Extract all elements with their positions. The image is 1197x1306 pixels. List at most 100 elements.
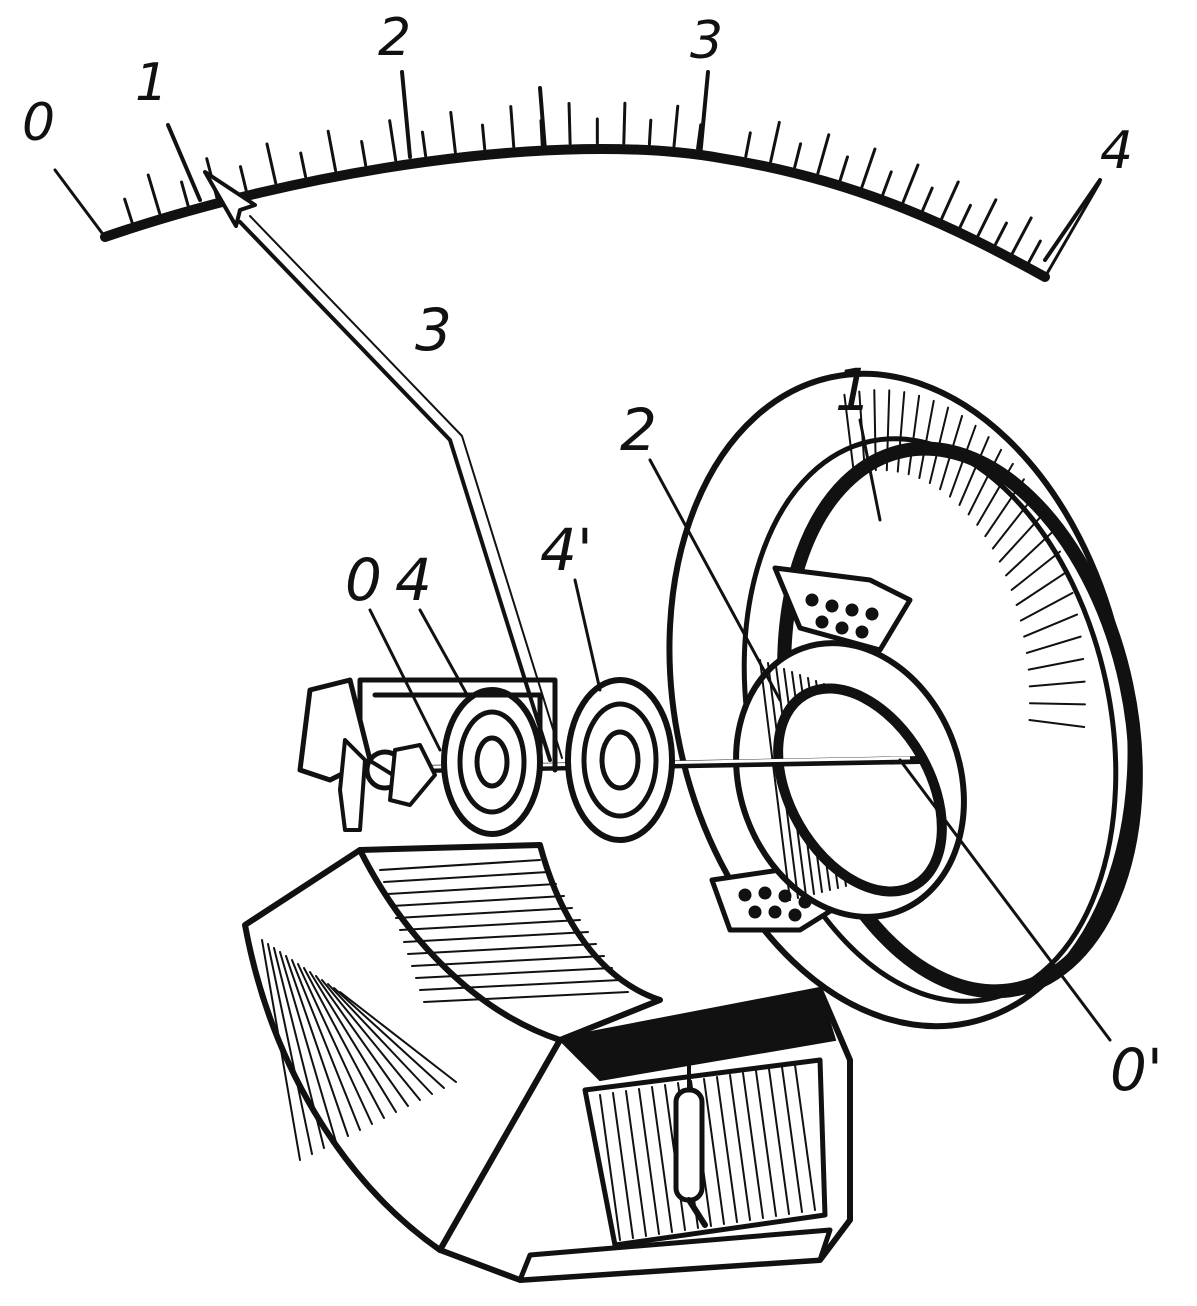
damper-vane-rod <box>673 1087 705 1203</box>
damper-fan-hatch <box>411 955 605 967</box>
minor-tick <box>696 123 703 151</box>
scale-label-1: 1 <box>135 53 168 113</box>
damper-box-hatch <box>625 1090 647 1237</box>
scale-label-0: 0 <box>22 93 55 153</box>
damper-housing <box>242 842 853 1283</box>
major-tick-2 <box>400 70 412 159</box>
minor-tick <box>921 186 934 212</box>
damper-fan-hatch <box>395 907 573 919</box>
label-spring-rear: 4' <box>540 516 593 584</box>
damper-box-window <box>582 1057 828 1248</box>
minor-tick <box>993 221 1008 246</box>
damper-box-hatch <box>781 1066 803 1213</box>
moving-coil: 2 <box>620 396 967 920</box>
damper-left-hatch <box>327 983 433 1095</box>
moving-coil-opening <box>773 683 947 897</box>
winding-dots-top <box>805 593 879 639</box>
damper-box-hatch <box>755 1070 777 1217</box>
coil-winding-line <box>1023 613 1079 638</box>
label-spring-front: 4 <box>395 546 432 614</box>
spring-front: 4 0 <box>345 546 543 837</box>
minor-tick <box>449 110 457 154</box>
minor-tick <box>567 101 572 145</box>
major-tick-4 <box>1043 178 1102 262</box>
coil-winding-line <box>998 512 1045 563</box>
damper-box-top <box>557 988 837 1082</box>
minor-tick <box>480 123 487 151</box>
minor-tick <box>180 180 190 207</box>
damper-box-hatch <box>703 1078 725 1225</box>
scale-label-3: 3 <box>690 11 723 71</box>
damper-left-hatch <box>279 951 337 1143</box>
minor-tick <box>647 118 653 146</box>
damper-left-hatch <box>291 959 361 1131</box>
minor-tick <box>769 120 781 164</box>
coil-winding-line <box>1019 591 1074 622</box>
damper-box-hatch <box>651 1086 673 1233</box>
minor-tick <box>793 142 803 169</box>
leader-spring-front <box>418 608 472 702</box>
damper-fan-hatch <box>399 919 581 931</box>
damper-left-hatch <box>303 967 385 1119</box>
pointer-shaft <box>238 220 552 762</box>
coil-winding-line <box>967 448 1003 516</box>
scale-end-right <box>1043 180 1102 279</box>
pointer: 3 <box>203 170 563 762</box>
spring-front-mid <box>457 709 527 815</box>
minor-tick <box>238 165 248 192</box>
leader-moving-coil <box>648 458 782 702</box>
spring-rear: 4' <box>540 516 675 843</box>
damper-left-hatch <box>321 979 421 1101</box>
moving-coil-hatch <box>759 659 791 901</box>
coil-winding-line <box>1015 570 1068 606</box>
label-moving-coil: 2 <box>620 396 657 464</box>
leader-fixed-coil <box>858 418 882 522</box>
coil-winding-line <box>1005 531 1054 577</box>
pointer-shaft-inner <box>249 215 563 759</box>
minor-tick <box>976 198 998 238</box>
coil-winding-line <box>1028 702 1086 706</box>
damper-fan-hatch <box>415 967 613 979</box>
minor-tick <box>326 129 338 173</box>
minor-tick <box>388 119 398 162</box>
scale-label-2: 2 <box>378 8 411 68</box>
winding-dots-bottom <box>738 886 812 922</box>
damper-box-hatch <box>729 1074 751 1221</box>
label-axis-front: 0 <box>345 546 382 614</box>
damper-fan-hatch <box>423 991 629 1003</box>
damper-left-hatch <box>267 943 313 1155</box>
minor-tick <box>958 203 972 229</box>
damper-fan-hatch <box>403 931 589 943</box>
damper-box-hatch <box>599 1094 621 1241</box>
leader-spring-rear <box>573 578 602 692</box>
damper-box-hatch <box>768 1068 790 1215</box>
label-pointer: 3 <box>415 296 452 364</box>
minor-tick <box>881 170 893 196</box>
minor-tick <box>838 155 849 182</box>
minor-tick <box>299 151 308 179</box>
coil-winding-line <box>918 399 935 480</box>
damper-fan-hatch <box>419 979 621 991</box>
damper-left-hatch <box>285 955 349 1137</box>
damper-box-hatch <box>742 1072 764 1219</box>
spring-front-inner <box>474 735 510 789</box>
damper-box-hatch <box>716 1076 738 1223</box>
damper-vane-tail <box>686 1197 708 1228</box>
label-axis-rear: 0' <box>1110 1036 1163 1104</box>
minor-tick <box>360 139 368 167</box>
damper-box-hatch <box>638 1088 660 1235</box>
damper-box-base <box>517 1227 833 1283</box>
meter-scale: 0 1 2 3 4 <box>22 8 1133 282</box>
spring-rear-mid <box>581 701 659 819</box>
minor-tick <box>1027 239 1042 264</box>
damper-fan-lines <box>379 859 629 1003</box>
minor-tick <box>539 119 544 147</box>
coil-winding-line <box>843 393 855 475</box>
spring-rear-inner <box>599 729 641 791</box>
winding-section-top <box>772 565 913 653</box>
coil-winding-line <box>1025 635 1082 654</box>
damper-left-hatch <box>297 963 373 1125</box>
coil-winding-line <box>958 436 990 506</box>
